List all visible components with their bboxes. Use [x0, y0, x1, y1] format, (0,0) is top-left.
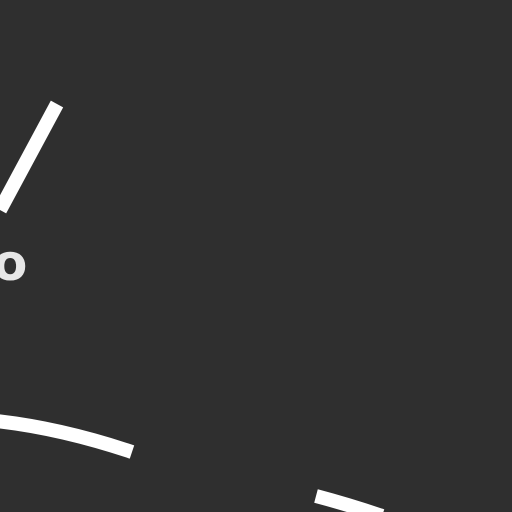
curved-stroke-bottom-left [0, 414, 135, 459]
diagonal-stroke-top-left [0, 100, 64, 214]
partial-text-fragment: o [0, 234, 28, 292]
curved-stroke-bottom-right [314, 489, 385, 512]
